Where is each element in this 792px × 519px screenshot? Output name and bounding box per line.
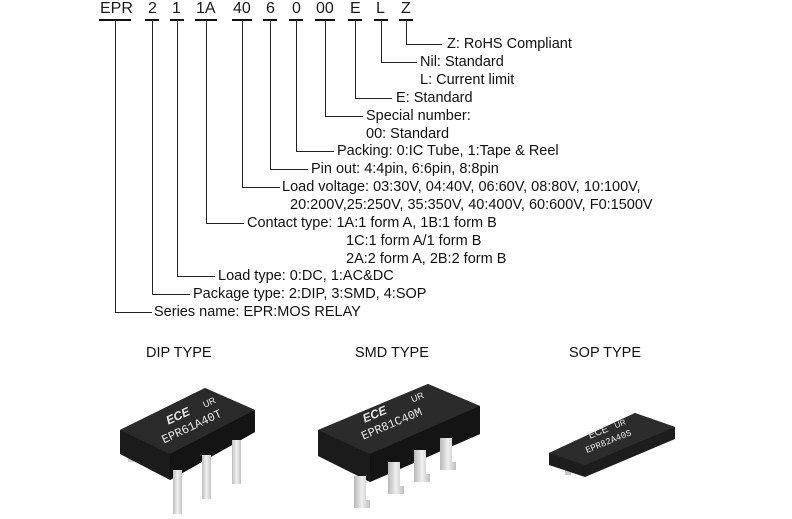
leader-line <box>325 21 326 117</box>
leader-line <box>152 294 190 295</box>
smd-type-title: SMD TYPE <box>355 345 429 361</box>
chip-top <box>549 413 675 465</box>
code-underline <box>374 19 388 21</box>
field-special-number: Special number: <box>366 108 471 124</box>
code-load-voltage: 40 <box>233 0 251 17</box>
field-load-type: Load type: 0:DC, 1:AC&DC <box>218 268 394 284</box>
field-contact-type-1c: 1C:1 form A/1 form B <box>346 233 482 249</box>
field-current-limit-nil: Nil: Standard <box>420 54 504 70</box>
leader-line <box>177 276 215 277</box>
field-e-standard: E: Standard <box>396 90 473 106</box>
code-package-type: 2 <box>148 0 157 17</box>
field-packing: Packing: 0:IC Tube, 1:Tape & Reel <box>337 143 559 159</box>
code-packing: 0 <box>292 0 301 17</box>
sop-type-title: SOP TYPE <box>569 345 641 361</box>
pin <box>354 476 370 508</box>
smd-package-image: ECE UR EPR81C40M <box>318 384 480 508</box>
code-underline <box>195 19 217 21</box>
code-underline <box>263 19 277 21</box>
leader-line <box>152 21 153 295</box>
leader-line <box>406 44 442 45</box>
leader-line <box>206 21 207 224</box>
leader-line <box>296 21 297 152</box>
code-underline <box>315 19 335 21</box>
leader-line <box>355 98 392 99</box>
leader-line <box>355 21 356 99</box>
code-series: EPR <box>100 0 133 17</box>
leader-line <box>115 312 152 313</box>
leader-line <box>270 21 271 170</box>
pin <box>388 462 404 494</box>
code-load-type: 1 <box>172 0 181 17</box>
code-underline <box>348 19 362 21</box>
code-special-number: 00 <box>316 0 334 17</box>
field-load-voltage-cont: 20:200V,25:250V, 35:350V, 40:400V, 60:60… <box>290 197 653 213</box>
field-contact-type: Contact type: 1A:1 form A, 1B:1 form B <box>247 215 497 231</box>
ul-mark-icon: UR <box>613 418 627 431</box>
pin <box>173 470 182 514</box>
field-contact-type-2a: 2A:2 form A, 2B:2 form B <box>346 251 507 267</box>
leader-line <box>242 187 280 188</box>
field-series-name: Series name: EPR:MOS RELAY <box>154 304 361 320</box>
pin <box>202 455 211 499</box>
dip-package-image: ECE UR EPR61A40T <box>120 388 255 514</box>
pin <box>414 450 430 482</box>
field-special-number-value: 00: Standard <box>366 126 450 142</box>
leader-line <box>406 21 407 45</box>
code-underline <box>170 19 184 21</box>
ul-mark-icon: UR <box>409 390 425 404</box>
leader-line <box>296 151 334 152</box>
code-underline <box>289 19 303 21</box>
leader-line <box>381 62 417 63</box>
field-pin-out: Pin out: 4:4pin, 6:6pin, 8:8pin <box>311 161 499 177</box>
chip-top <box>120 388 255 454</box>
leader-line <box>177 21 178 277</box>
field-rohs: Z: RoHS Compliant <box>447 36 572 52</box>
code-underline <box>145 19 159 21</box>
code-underline <box>232 19 252 21</box>
code-z: Z <box>401 0 411 17</box>
chip-top <box>318 384 480 454</box>
leader-line <box>270 169 308 170</box>
code-underline <box>399 19 413 21</box>
leader-line <box>381 21 382 63</box>
field-load-voltage: Load voltage: 03:30V, 04:40V, 06:60V, 08… <box>282 179 641 195</box>
code-e: E <box>350 0 361 17</box>
code-contact-type: 1A <box>196 0 216 17</box>
leader-line <box>115 21 116 313</box>
pin <box>440 438 456 470</box>
field-package-type: Package type: 2:DIP, 3:SMD, 4:SOP <box>193 286 427 302</box>
leader-line <box>325 116 363 117</box>
dip-type-title: DIP TYPE <box>146 345 212 361</box>
code-underline <box>99 19 131 21</box>
field-current-limit-l: L: Current limit <box>420 72 515 88</box>
leader-line <box>206 223 244 224</box>
code-pin-out: 6 <box>266 0 275 17</box>
pin <box>232 440 241 484</box>
leader-line <box>242 21 243 188</box>
code-l: L <box>376 0 385 17</box>
sop-package-image: ECE UR EPR82A40S <box>549 413 675 477</box>
